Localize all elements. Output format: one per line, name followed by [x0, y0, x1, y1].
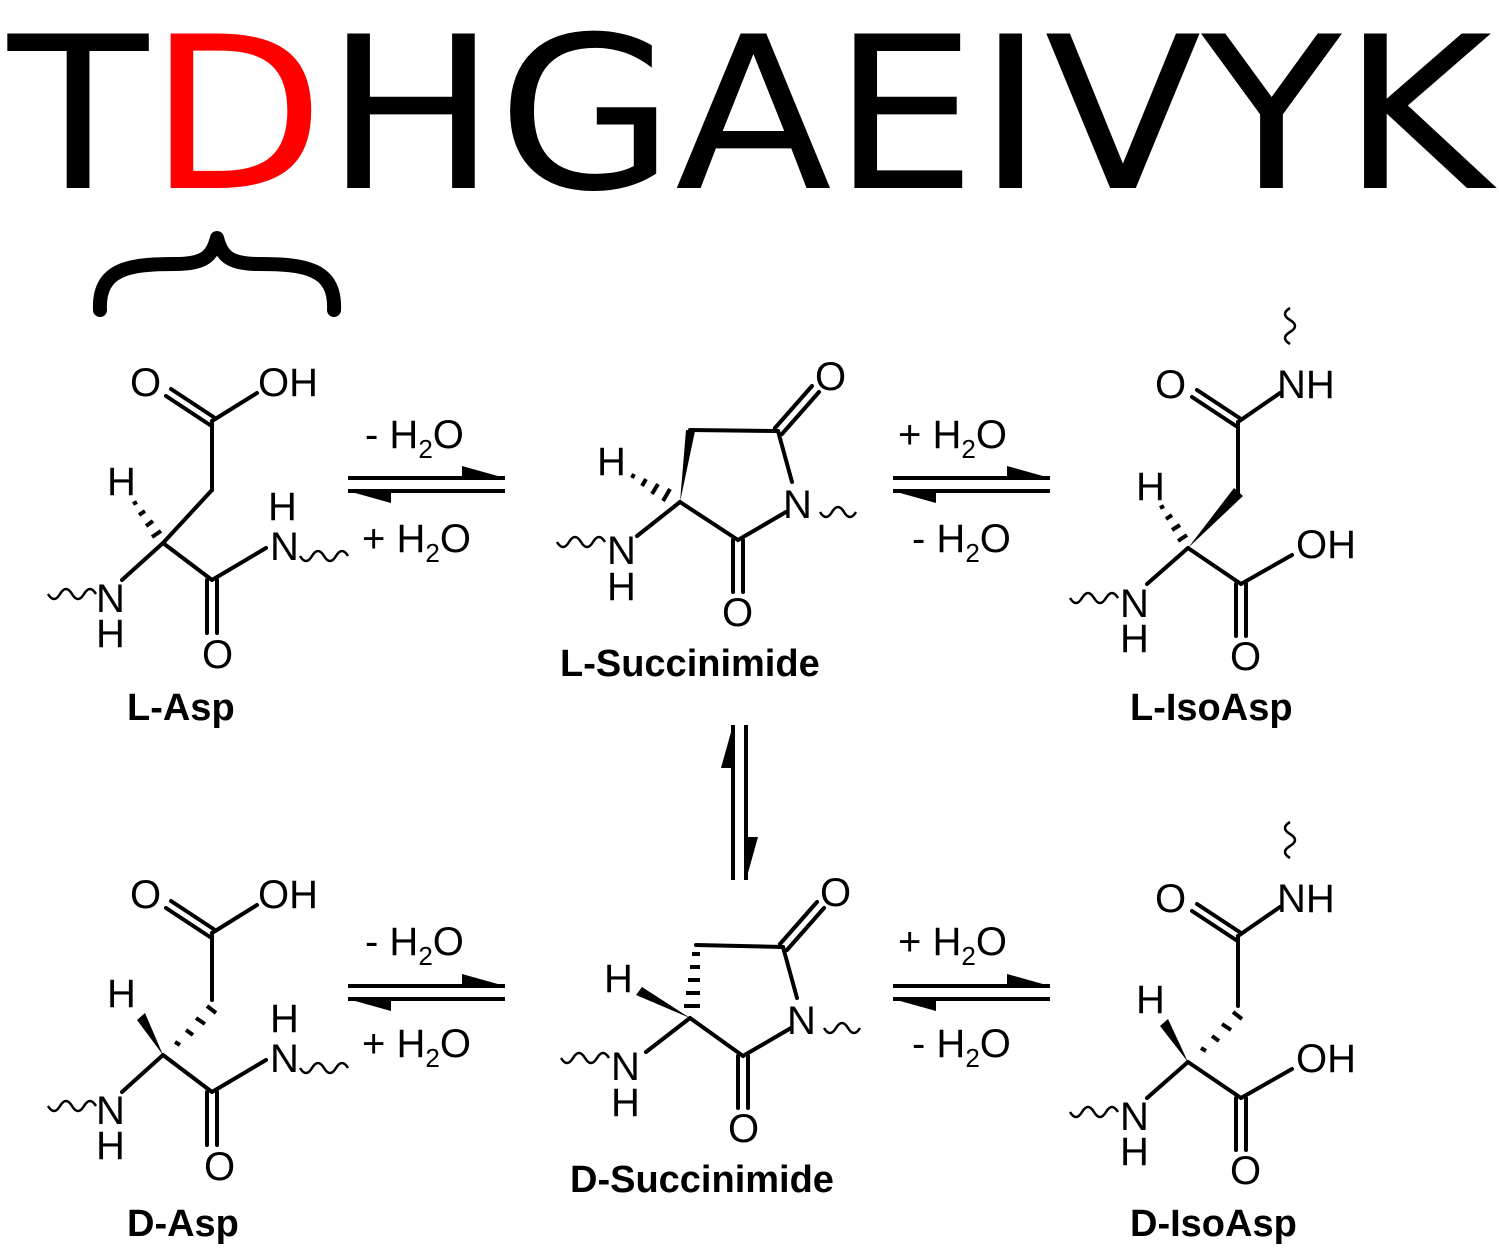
label-d-isoasp: D-IsoAsp — [1130, 1203, 1297, 1245]
atom-o: O — [722, 591, 753, 635]
atom-o: O — [130, 873, 161, 917]
atom-o: O — [130, 361, 161, 405]
atom-oh: OH — [258, 873, 318, 917]
atom-o: O — [728, 1107, 759, 1151]
peptide-sequence: TDHGAEIVYK — [7, 0, 1497, 238]
sequence-highlight-residue: D — [148, 0, 325, 238]
equilibrium-arrow-racemization — [721, 725, 758, 880]
atom-h: H — [96, 1124, 125, 1168]
atom-h: H — [107, 972, 136, 1016]
equilibrium-arrow-d-succinimide-isoasp: + H2O - H2O — [893, 920, 1050, 1073]
atom-n: N — [1120, 1095, 1149, 1139]
equilibrium-arrow-l-asp-succinimide: - H2O + H2O — [348, 413, 505, 568]
atom-n: N — [270, 525, 299, 569]
wedge-bond — [137, 1013, 163, 1055]
atom-h: H — [604, 957, 633, 1001]
atom-o: O — [1155, 877, 1186, 921]
condition-plus-water: + H2O — [898, 413, 1007, 464]
condition-minus-water: - H2O — [365, 920, 464, 971]
wedge-bond — [1160, 1019, 1188, 1062]
atom-h: H — [1136, 465, 1165, 509]
atom-n: N — [787, 999, 816, 1043]
sequence-suffix: HGAEIVYK — [325, 0, 1498, 238]
condition-minus-water: - H2O — [912, 517, 1011, 568]
label-d-asp: D-Asp — [127, 1203, 239, 1245]
atom-h: H — [1136, 978, 1165, 1022]
d-isoasp-structure: NH O H N H OH O D-IsoAsp — [1068, 820, 1356, 1245]
atom-oh: OH — [1296, 523, 1356, 567]
d-asp-structure: O OH H N H O H N D-Asp — [46, 873, 350, 1245]
atom-h: H — [597, 440, 626, 484]
atom-n: N — [611, 1045, 640, 1089]
atom-o: O — [204, 1145, 235, 1189]
atom-nh: NH — [1277, 363, 1335, 407]
condition-plus-water: + H2O — [362, 517, 471, 568]
equilibrium-arrow-l-succinimide-isoasp: + H2O - H2O — [893, 413, 1050, 568]
wedge-bond — [1188, 488, 1243, 548]
l-succinimide-structure: O N O H N H L-Succinimide — [555, 355, 858, 685]
atom-o: O — [1155, 363, 1186, 407]
condition-minus-water: - H2O — [912, 1022, 1011, 1073]
atom-o: O — [1230, 1149, 1261, 1193]
condition-plus-water: + H2O — [362, 1022, 471, 1073]
label-d-succinimide: D-Succinimide — [570, 1159, 834, 1201]
atom-o: O — [1230, 635, 1261, 679]
atom-h: H — [1120, 617, 1149, 661]
label-l-asp: L-Asp — [127, 687, 235, 729]
atom-oh: OH — [258, 361, 318, 405]
equilibrium-arrow-d-asp-succinimide: - H2O + H2O — [348, 920, 505, 1073]
atom-n: N — [607, 529, 636, 573]
wedge-bond — [680, 430, 695, 502]
sequence-prefix: T — [7, 0, 150, 238]
atom-h: H — [611, 1081, 640, 1125]
atom-h: H — [1120, 1130, 1149, 1174]
atom-h: H — [107, 460, 136, 504]
atom-h: H — [96, 612, 125, 656]
atom-oh: OH — [1296, 1037, 1356, 1081]
atom-o: O — [202, 633, 233, 677]
condition-minus-water: - H2O — [365, 413, 464, 464]
atom-h: H — [270, 997, 299, 1041]
atom-n: N — [96, 1089, 125, 1133]
atom-n: N — [96, 577, 125, 621]
l-asp-structure: O OH H N H O H N L-Asp — [46, 361, 350, 729]
atom-nh: NH — [1277, 877, 1335, 921]
atom-h: H — [607, 565, 636, 609]
atom-n: N — [270, 1037, 299, 1081]
l-isoasp-structure: NH O H N H OH O L-IsoAsp — [1068, 306, 1356, 729]
curly-brace — [92, 231, 342, 317]
atom-n: N — [1120, 582, 1149, 626]
atom-n: N — [783, 483, 812, 527]
atom-h: H — [268, 485, 297, 529]
label-l-isoasp: L-IsoAsp — [1130, 687, 1293, 729]
d-succinimide-structure: O N O H N H D-Succinimide — [559, 871, 862, 1201]
wedge-bond — [636, 987, 690, 1018]
condition-plus-water: + H2O — [898, 920, 1007, 971]
label-l-succinimide: L-Succinimide — [560, 643, 820, 685]
